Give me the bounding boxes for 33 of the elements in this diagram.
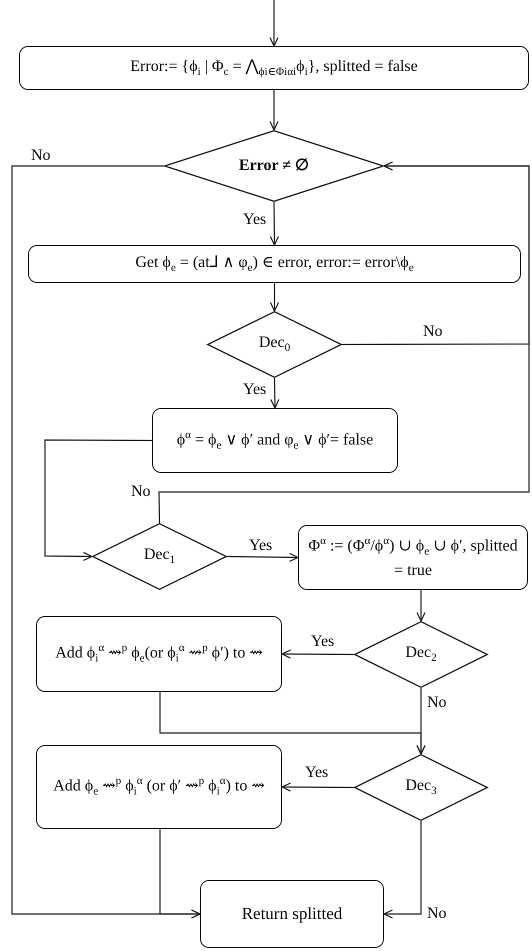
process-box xyxy=(36,616,282,692)
arrow xyxy=(270,378,280,409)
arrow xyxy=(281,782,354,792)
decision-label: Dec$_{1}$ xyxy=(144,545,176,569)
arrow xyxy=(269,90,279,131)
arrow xyxy=(270,202,279,246)
decision-label: Error ≠ ∅ xyxy=(238,156,310,176)
decision-label: Dec$_{2}$ xyxy=(405,643,437,667)
arrow xyxy=(44,439,152,561)
process-box xyxy=(200,880,384,948)
arrow xyxy=(416,590,426,622)
process-text: Φ$^{α}$ := (Φ$^{α}$/ϕ$^{α}$) ∪ ϕ$_{e}$ ∪ ϕ′, splitted = true xyxy=(307,534,519,581)
decision-label: Dec$_{0}$ xyxy=(258,333,290,357)
process-box xyxy=(36,745,282,829)
arrow xyxy=(227,552,299,562)
arrow xyxy=(281,649,354,659)
process-box xyxy=(298,525,528,590)
process-text: Add ϕ$_{e}$ ⇝$^{p}$ ϕ$_{i}$$^{α}$ (or ϕ′ ⇝$^{p}$ ϕ$_{i}$$^{α}$) to ⇝ xyxy=(53,774,265,800)
process-box xyxy=(152,408,398,473)
arrow xyxy=(270,283,280,312)
arrow xyxy=(159,692,426,755)
arrow xyxy=(159,829,201,919)
process-text: Return splitted xyxy=(242,902,342,925)
arrow xyxy=(158,161,530,523)
arrow xyxy=(383,821,422,919)
process-text: Error:= {ϕ$_{i}$ | Φ$_{c}$ = ⋀$_{ϕi∈Φiαi}$ϕ$_{i}$}, splitted = false xyxy=(130,56,418,80)
process-text: ϕ$^{α}$ = ϕ$_{e}$ ∨ ϕ′ and φ$_{e}$ ∨ ϕ′= false xyxy=(176,428,374,454)
process-text: Get ϕ$_{e}$ = (at⅃ ∧ φ$_{e}$) ∈ error, error:= error\ϕ$_{e}$ xyxy=(135,252,414,276)
decision-label: Dec$_{3}$ xyxy=(405,776,437,800)
process-box xyxy=(28,245,521,283)
process-box xyxy=(19,46,529,90)
process-text: Add ϕ$_{i}$$^{α}$ ⇝$^{p}$ ϕ$_{e}$(or ϕ$_{i}$$^{α}$ ⇝$^{p}$ ϕ′) to ⇝ xyxy=(55,641,263,667)
arrow xyxy=(269,0,279,47)
